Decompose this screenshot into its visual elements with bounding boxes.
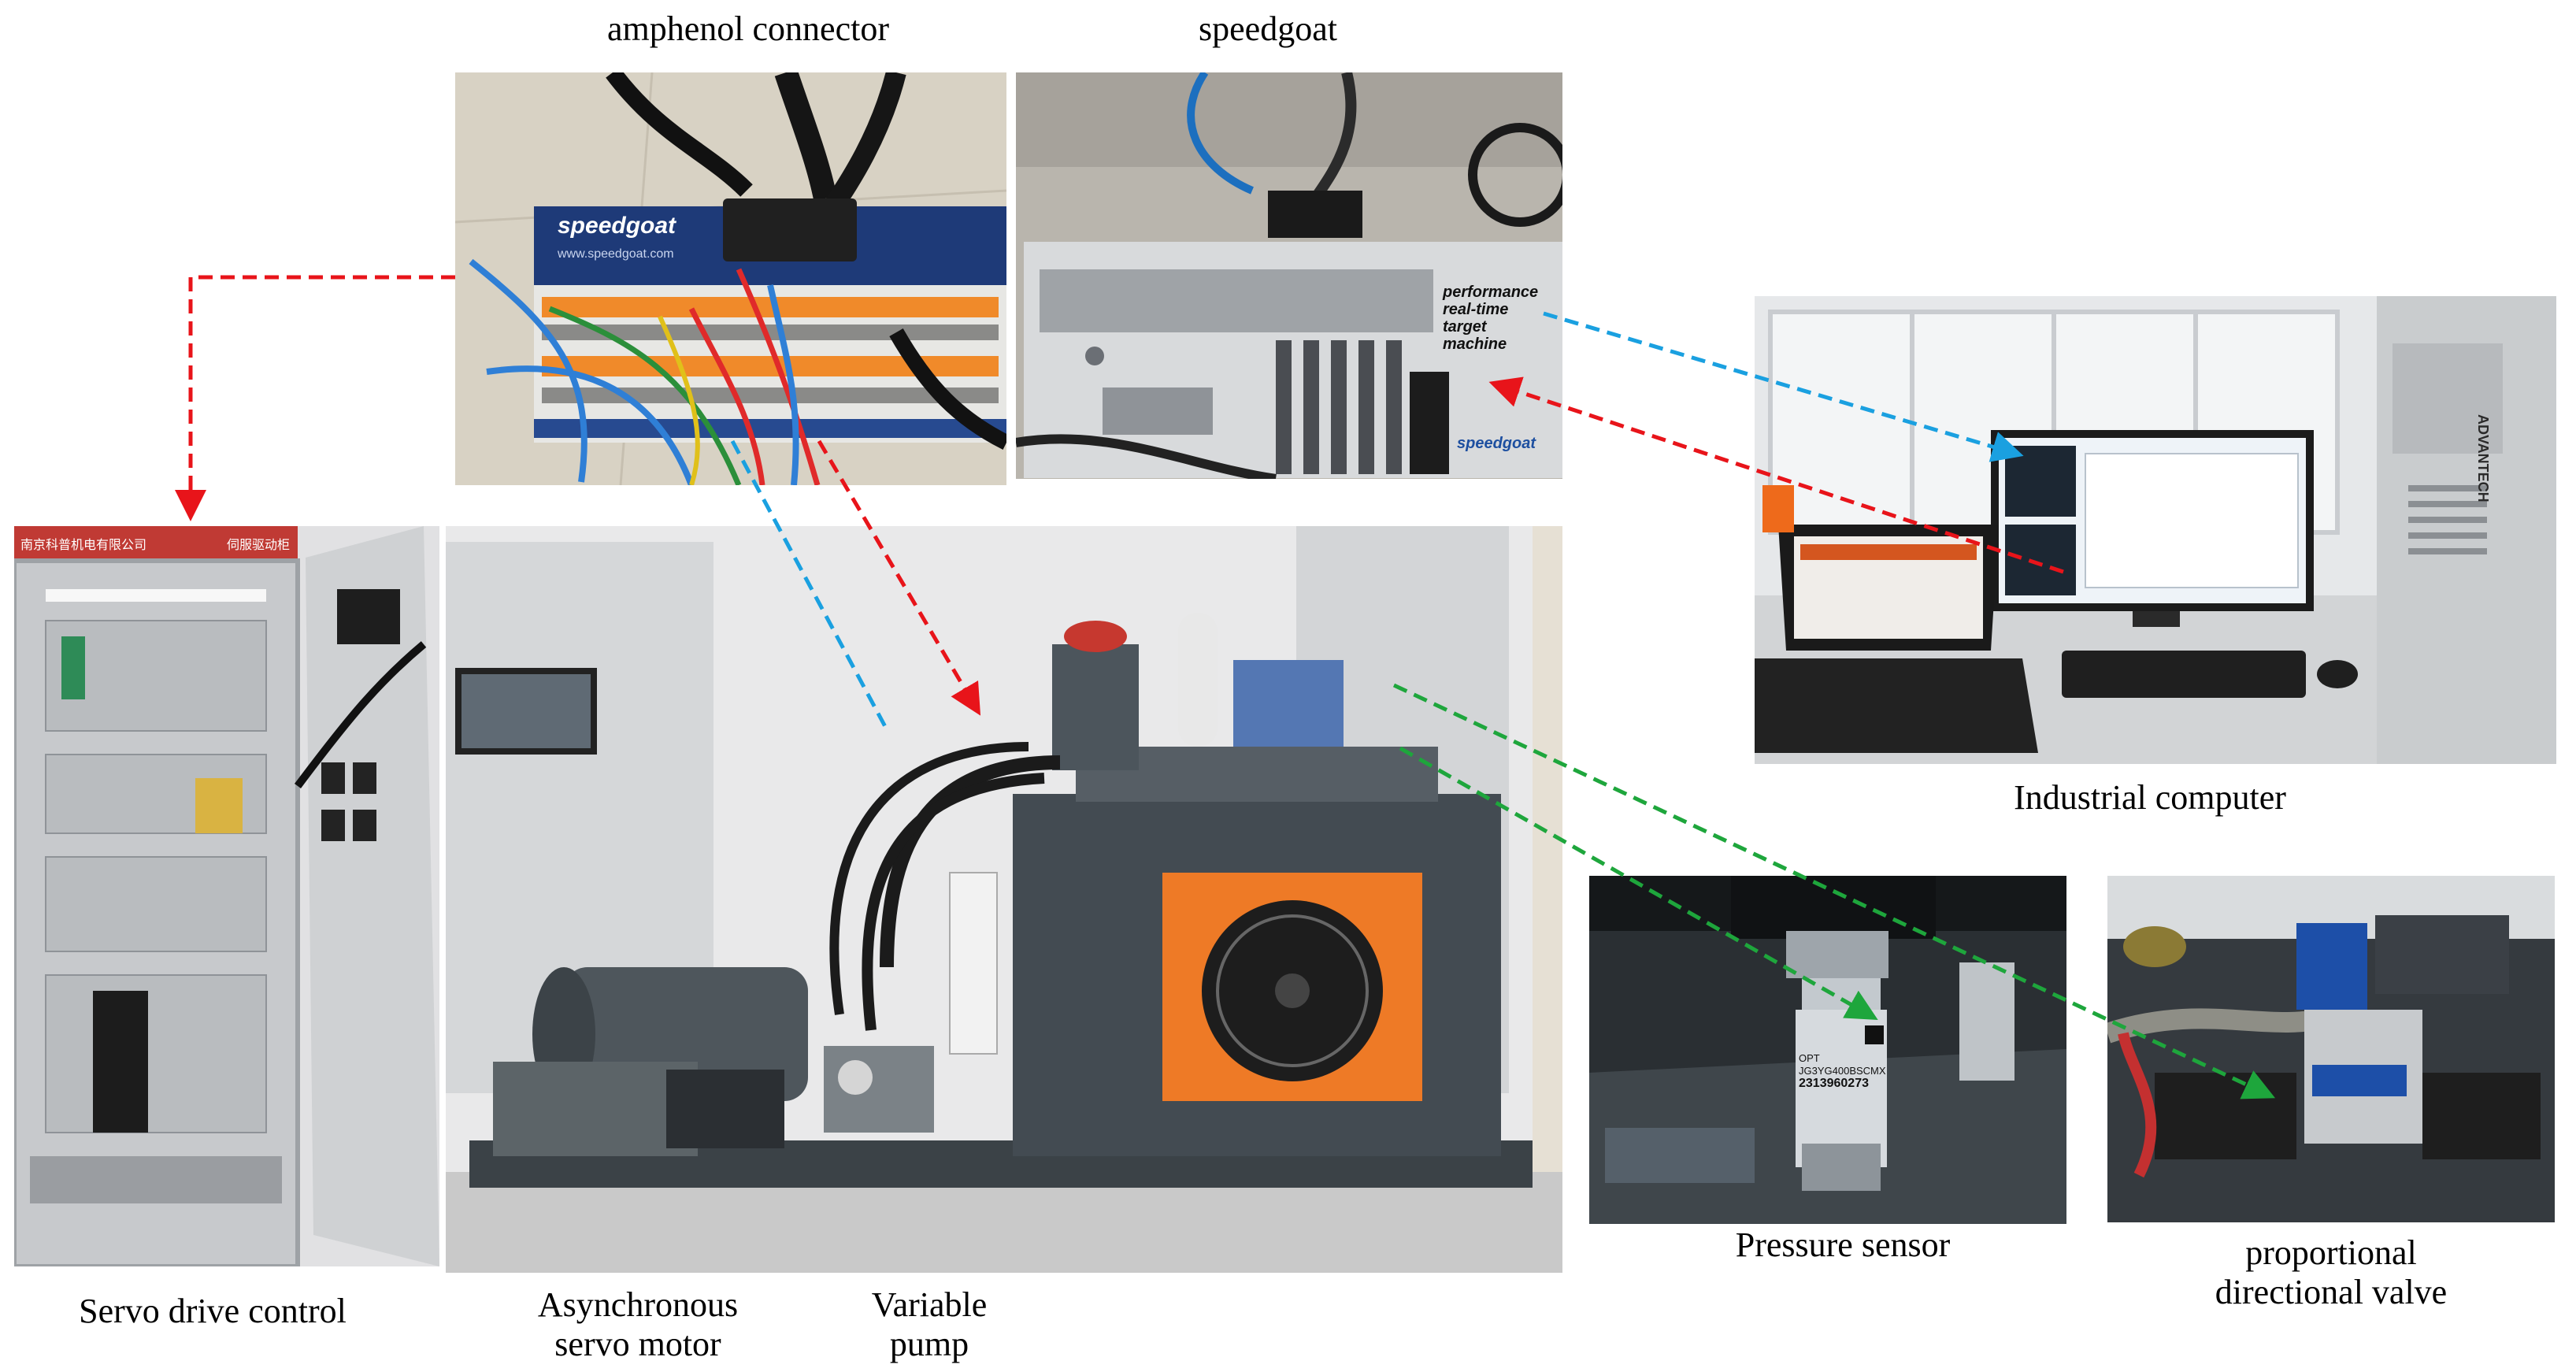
target-machine-line: machine [1443,336,1507,353]
arrow-amphenol-to-test-bench [817,439,981,716]
valve-coil-right [2422,1073,2541,1159]
photo-industrial-computer: ADVANTECH [1755,296,2556,764]
caption-line: servo motor [554,1325,721,1363]
speedgoat-illustration [1016,72,1562,479]
cabinet-header-bar [14,526,298,561]
arrow-bench-to-proportional-valve [1392,683,2276,1099]
caption-amphenol-connector: amphenol connector [607,9,889,48]
arrow-computer-to-speedgoat [1488,376,2064,574]
variable-pump [824,1046,934,1133]
cabinet-title-label: 伺服驱动柜 [227,537,291,552]
d-sub-connector [723,198,857,261]
caption-speedgoat: speedgoat [1199,9,1337,48]
arrow-speedgoat-to-computer [1543,311,2024,462]
caption-line: pump [889,1325,969,1363]
arrow-amphenol-to-servo-cabinet [175,275,455,521]
caption-pressure-sensor: Pressure sensor [1735,1226,1951,1264]
cabinet-company-label: 南京科普机电有限公司 [20,537,147,552]
photo-amphenol-connector: speedgoat www.speedgoat.com [455,72,1006,485]
caption-line: directional valve [2215,1273,2448,1311]
accumulator [1178,613,1218,747]
servo-motor [493,1062,698,1156]
caption-line: Variable [871,1285,988,1324]
target-machine-label: performance real-time target machine [1443,284,1538,353]
caption-proportional-directional-valve: proportional directional valve [2158,1233,2504,1312]
valve-block [1233,660,1344,747]
caption-variable-pump: Variable pump [835,1285,1024,1364]
sensor-marking: OPT JG3YG400BSCMX 2313960273 [1799,1052,1886,1090]
caption-line: proportional [2245,1233,2417,1272]
target-machine-line: target [1443,318,1487,336]
photo-speedgoat: performance real-time target machine spe… [1016,72,1562,479]
caption-line: Asynchronous [537,1285,739,1324]
arrow-amphenol-to-bench-blue [730,439,891,734]
caption-industrial-computer: Industrial computer [2014,778,2286,817]
servo-driver [93,991,148,1133]
proportional-valve-illustration [2107,876,2555,1222]
target-machine-line: performance [1443,284,1539,301]
test-bench-illustration [446,526,1562,1273]
mouse [2317,660,2358,688]
valve-solenoid [2296,923,2367,1010]
pump-motor [1052,644,1139,770]
amphenol-illustration [455,72,1006,485]
sensor-marking-line: OPT [1799,1052,1820,1064]
terminal-web-label: www.speedgoat.com [558,247,674,261]
photo-servo-drive-cabinet: 南京科普机电有限公司 伺服驱动柜 [14,526,439,1266]
photo-hydraulic-test-bench [446,526,1562,1273]
photo-pressure-sensor: OPT JG3YG400BSCMX 2313960273 [1589,876,2066,1224]
caption-asynchronous-servo-motor: Asynchronous servo motor [504,1285,772,1364]
servo-cabinet-illustration [14,526,439,1266]
target-brand-label: speedgoat [1457,435,1536,452]
photo-proportional-valve [2107,876,2555,1222]
target-machine-line: real-time [1443,301,1509,318]
cabinet-door [306,526,439,1266]
terminal-brand-label: speedgoat [558,213,676,239]
sensor-marking-line: 2313960273 [1799,1077,1869,1090]
arrow-bench-to-pressure-sensor [1399,746,1878,1020]
industrial-computer-illustration [1755,296,2556,764]
caption-servo-drive-control: Servo drive control [79,1292,347,1330]
sensor-marking-line: JG3YG400BSCMX [1799,1065,1886,1077]
keyboard [2062,651,2306,698]
